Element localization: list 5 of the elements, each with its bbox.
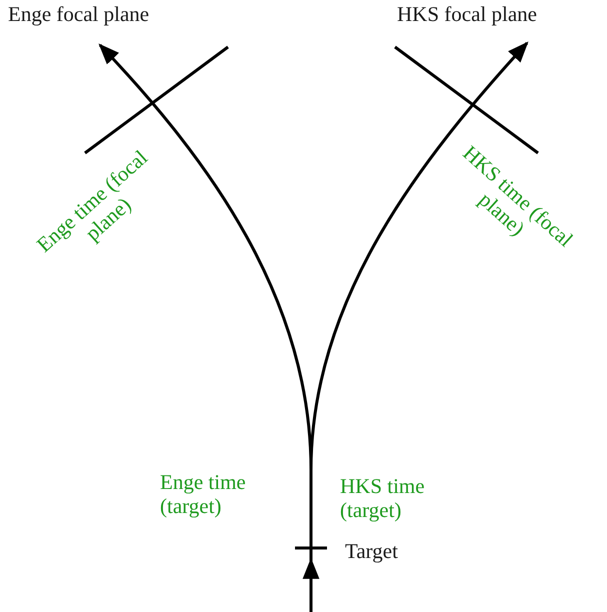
target-label: Target <box>345 539 398 563</box>
timing-label: Enge time (target) <box>160 470 247 518</box>
timing-label: HKS time (target) <box>340 474 426 522</box>
plane-label: HKS focal plane <box>397 2 537 26</box>
plane-label: Enge focal plane <box>8 2 150 26</box>
